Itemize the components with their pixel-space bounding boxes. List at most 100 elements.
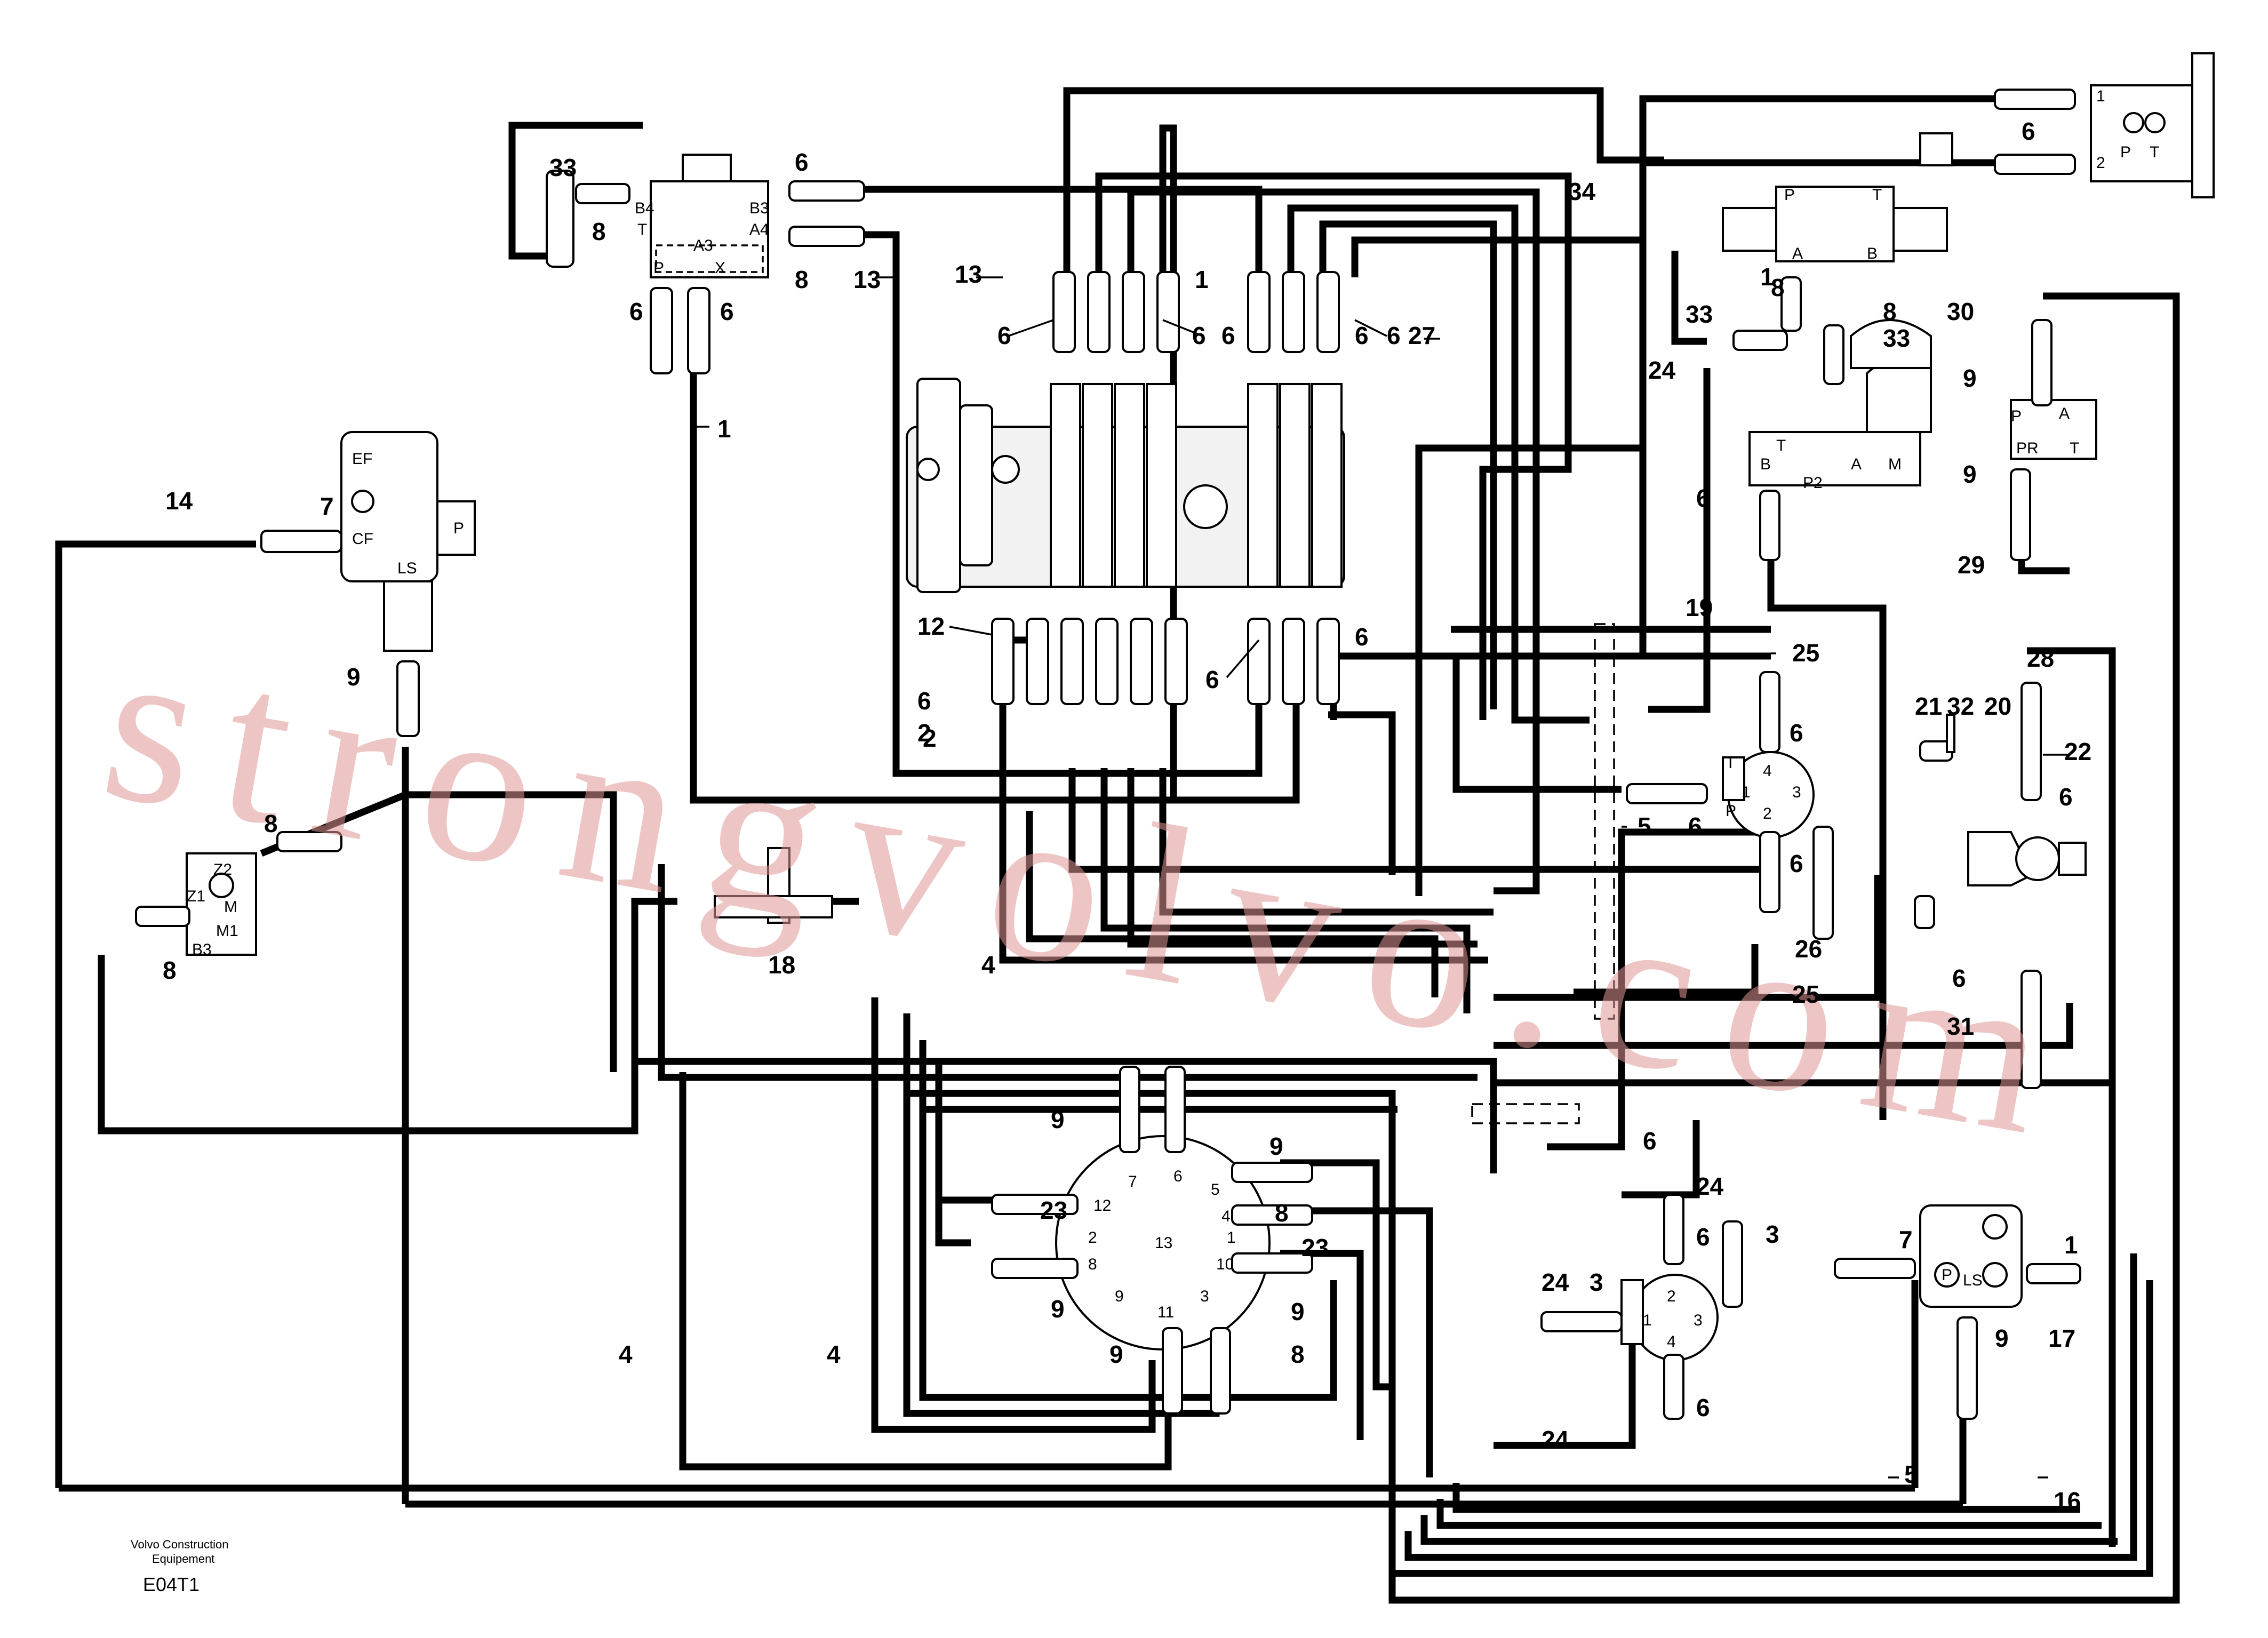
callout: 9: [1963, 364, 1977, 392]
callout: 8: [795, 266, 809, 293]
callout: 8: [592, 218, 606, 245]
port-ls: LS: [1963, 1272, 1983, 1289]
callout: 30: [1947, 298, 1974, 325]
spool-sections: [916, 383, 1343, 588]
callout: 6: [1790, 850, 1803, 877]
port-a4: A4: [749, 221, 769, 238]
callout: 6: [1205, 666, 1219, 693]
port-6: 6: [1173, 1168, 1183, 1185]
port-a: A: [1792, 245, 1803, 262]
callout: 6: [1221, 322, 1235, 349]
callout: 6: [1696, 1223, 1710, 1251]
callout: 6: [1952, 964, 1966, 992]
callout: 20: [1984, 692, 2011, 720]
port-t: T: [2150, 143, 2159, 161]
callout: 9: [1051, 1106, 1065, 1133]
callout: 9: [1269, 1132, 1283, 1160]
callout: 6: [917, 687, 931, 715]
port-3: 3: [1694, 1312, 1703, 1329]
callout: 24: [1542, 1268, 1569, 1296]
callout: 4: [981, 951, 995, 979]
callout: 1: [2064, 1231, 2078, 1259]
callout: 24: [1542, 1426, 1569, 1453]
port-2: 2: [1763, 805, 1772, 822]
callout: 6: [1696, 484, 1710, 512]
callout: 9: [347, 663, 361, 691]
callout: 2: [917, 719, 931, 747]
port-13: 13: [1155, 1234, 1172, 1252]
port-4: 4: [1763, 762, 1772, 780]
callout: 5: [1638, 812, 1651, 840]
callout: 3: [1766, 1220, 1779, 1248]
port-a3: A3: [693, 237, 713, 254]
callout: 1: [1760, 263, 1774, 291]
port-2: 2: [1667, 1288, 1676, 1305]
callout: 18: [768, 951, 795, 979]
tee-fitting: [714, 847, 833, 924]
port-5: 5: [1211, 1181, 1220, 1198]
callout: 4: [619, 1340, 633, 1368]
port-t: T: [1872, 186, 1882, 204]
right-valve: P A PR T: [2010, 399, 2097, 460]
callout: 24: [1648, 356, 1676, 384]
main-control-valve: [906, 378, 1345, 593]
port-1: 1: [2096, 87, 2105, 105]
callout: 31: [1947, 1012, 1974, 1040]
callout: 9: [1051, 1295, 1065, 1323]
pilot-valve-block: B4 T A3 B3 A4 P X: [635, 154, 769, 278]
shuttle-block: Z1 Z2 M M1 B3: [186, 852, 257, 958]
callout: 6: [1355, 623, 1369, 651]
callout: 8: [1883, 298, 1897, 325]
callout: 6: [1643, 1127, 1657, 1155]
swivel-joint-upper: T P 4 1 3 2: [1722, 751, 1815, 838]
port-11: 11: [1157, 1304, 1174, 1321]
port-2: 2: [1088, 1229, 1097, 1247]
port-p2: P2: [1803, 474, 1823, 492]
port-t: T: [1726, 754, 1735, 772]
company-line1: Volvo Construction: [131, 1538, 228, 1551]
port-a: A: [1851, 456, 1862, 473]
port-b3: B3: [192, 941, 212, 958]
callout: 9: [1995, 1324, 2009, 1352]
port-1: 1: [1742, 784, 1751, 801]
port-7: 7: [1128, 1173, 1137, 1190]
callout: 8: [163, 956, 177, 984]
ls-block: P LS: [1919, 1204, 2023, 1308]
port-p: P: [2011, 407, 2022, 425]
callout: 29: [1958, 551, 1985, 579]
callout: 4: [827, 1340, 841, 1368]
port-3: 3: [1200, 1288, 1209, 1305]
callout: 1: [717, 415, 731, 443]
callout: 28: [2027, 644, 2054, 672]
port-p: P: [453, 520, 464, 537]
callout: 8: [1771, 274, 1785, 301]
port-z2: Z2: [213, 861, 232, 878]
port-1: 1: [1643, 1312, 1652, 1329]
callout: 6: [2059, 783, 2073, 811]
port-3: 3: [1792, 784, 1801, 801]
fittings: [135, 89, 2081, 1420]
callout: 3: [1590, 1268, 1603, 1296]
port-m1: M1: [216, 922, 238, 940]
callout: 33: [549, 154, 577, 181]
callout: 9: [1963, 460, 1977, 488]
callout: 25: [1792, 980, 1819, 1008]
switch-panel: 1 2 P T: [2090, 52, 2215, 198]
callout: 8: [1275, 1199, 1289, 1227]
company-line2: Equipement: [152, 1552, 214, 1565]
callout: 13: [853, 266, 881, 293]
port-p: P: [1726, 802, 1736, 820]
port-p: P: [653, 259, 664, 277]
callout: 6: [2022, 117, 2035, 145]
port-4: 4: [1667, 1333, 1676, 1351]
callout: 5: [1904, 1460, 1918, 1488]
footer: Volvo Construction Equipement E04T1: [131, 1538, 228, 1595]
callout: 2: [923, 724, 937, 752]
port-b: B: [1760, 456, 1771, 473]
callout: 34: [1568, 178, 1596, 205]
port-10: 10: [1216, 1256, 1234, 1273]
priority-valve: EF CF LS P: [340, 431, 476, 652]
pilot-lever: [1850, 132, 1953, 369]
callout: 6: [629, 298, 643, 325]
